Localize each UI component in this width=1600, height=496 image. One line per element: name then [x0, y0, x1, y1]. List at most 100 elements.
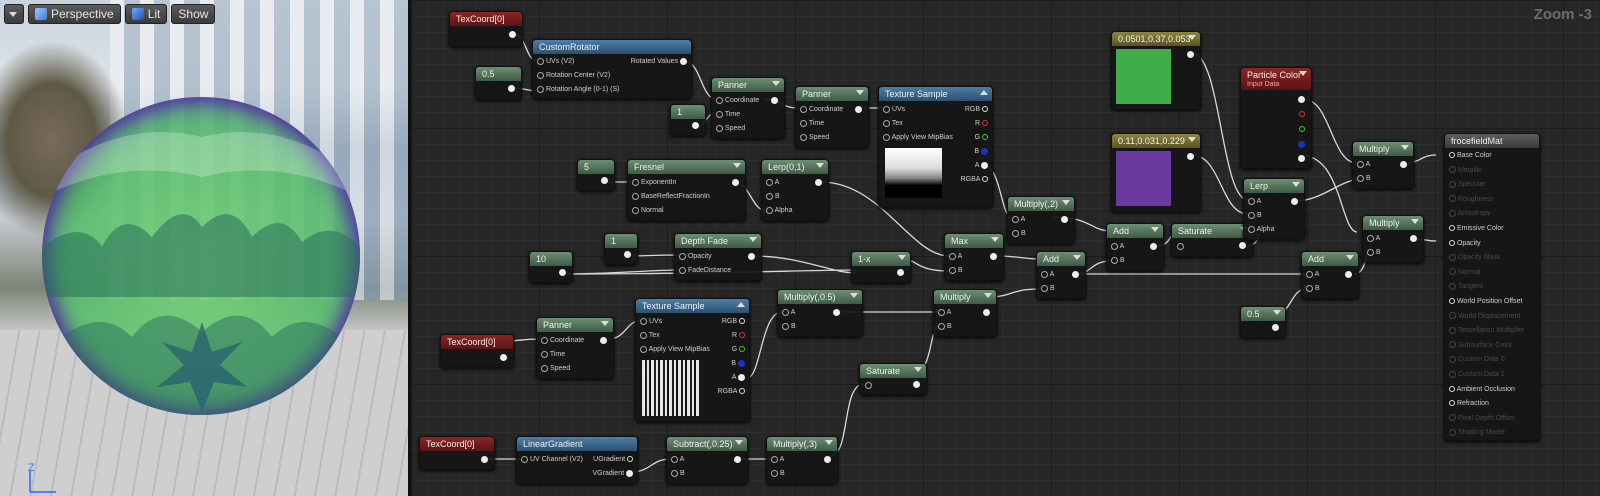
input-pin[interactable] [938, 322, 945, 330]
output-pin[interactable] [833, 309, 840, 316]
input-pin[interactable] [1449, 341, 1456, 349]
node-constant-1b[interactable]: 1 [604, 233, 638, 265]
material-input-14[interactable]: Custom Data 0 [1449, 355, 1505, 365]
input-pin[interactable] [521, 455, 528, 463]
input-pin[interactable] [640, 345, 647, 353]
input-pin[interactable] [716, 96, 723, 104]
input-pin[interactable] [949, 252, 956, 260]
input-pin[interactable] [1449, 400, 1455, 407]
node-texcoord-2[interactable]: TexCoord[0] [440, 334, 514, 368]
input-pin[interactable] [1041, 284, 1048, 292]
material-graph-canvas[interactable]: Zoom -3 [408, 0, 1600, 496]
input-pin[interactable] [1449, 356, 1456, 364]
input-pin[interactable] [1357, 174, 1364, 182]
input-pin[interactable] [1306, 284, 1313, 292]
output-pin[interactable] [734, 456, 741, 463]
material-input-12[interactable]: Tessellation Multiplier [1449, 326, 1524, 336]
output-pin[interactable] [739, 332, 745, 339]
output-pin[interactable] [1299, 111, 1305, 117]
input-pin[interactable] [865, 382, 872, 389]
node-constant-05[interactable]: 0.5 [475, 66, 522, 100]
output-pin[interactable] [1187, 153, 1194, 160]
node-add-1[interactable]: Add A B [1036, 251, 1086, 299]
node-subtract-025[interactable]: Subtract(,0.25) A B [666, 436, 748, 484]
output-pin[interactable] [739, 346, 745, 353]
input-pin[interactable] [541, 350, 548, 358]
node-multiply-c[interactable]: Multiply A B [933, 289, 997, 337]
node-multiply-2[interactable]: Multiply(,2) A B [1007, 196, 1075, 244]
material-input-0[interactable]: Base Color [1449, 151, 1492, 161]
material-input-3[interactable]: Roughness [1449, 195, 1493, 205]
input-pin[interactable] [1449, 414, 1456, 422]
input-pin[interactable] [1111, 256, 1118, 264]
input-pin[interactable] [1248, 197, 1255, 205]
input-pin[interactable] [537, 71, 544, 79]
input-pin[interactable] [938, 308, 945, 316]
output-pin[interactable] [692, 122, 699, 129]
input-pin[interactable] [949, 266, 956, 274]
output-pin[interactable] [600, 337, 607, 344]
output-pin[interactable] [1061, 216, 1068, 223]
output-pin[interactable] [982, 106, 988, 113]
output-pin[interactable] [1298, 141, 1305, 148]
output-pin[interactable] [913, 381, 920, 388]
input-pin[interactable] [671, 455, 678, 463]
input-pin[interactable] [679, 252, 686, 260]
output-pin[interactable] [824, 456, 831, 463]
input-pin[interactable] [766, 192, 773, 200]
output-pin[interactable] [738, 373, 745, 381]
material-input-10[interactable]: World Position Offset [1449, 297, 1522, 307]
input-pin[interactable] [1367, 248, 1374, 256]
material-input-17[interactable]: Refraction [1449, 399, 1489, 409]
input-pin[interactable] [1449, 180, 1456, 188]
input-pin[interactable] [541, 364, 548, 372]
input-pin[interactable] [1449, 253, 1456, 261]
node-constant-05b[interactable]: 0.5 [1240, 306, 1286, 338]
material-input-5[interactable]: Emissive Color [1449, 224, 1504, 234]
node-custom-rotator[interactable]: CustomRotator UVs (V2) Rotation Center (… [532, 39, 692, 99]
output-pin[interactable] [1298, 96, 1305, 103]
node-fresnel[interactable]: Fresnel ExponentIn BaseReflectFractionIn… [627, 159, 746, 221]
output-pin[interactable] [739, 388, 745, 395]
show-button[interactable]: Show [171, 4, 216, 24]
input-pin[interactable] [883, 105, 890, 113]
input-pin[interactable] [800, 119, 807, 127]
preview-viewport[interactable]: Perspective Lit Show Z [0, 0, 408, 496]
material-input-4[interactable]: Anisotropy [1449, 209, 1491, 219]
input-pin[interactable] [1449, 239, 1455, 246]
output-pin[interactable] [771, 97, 778, 104]
node-add-2[interactable]: Add A B [1106, 223, 1164, 271]
input-pin[interactable] [800, 105, 807, 113]
output-pin[interactable] [983, 309, 990, 316]
node-one-minus[interactable]: 1-x [851, 251, 911, 283]
output-pin[interactable] [624, 251, 631, 258]
node-constant-5[interactable]: 5 [577, 159, 615, 191]
node-constant-10[interactable]: 10 [529, 251, 573, 283]
input-pin[interactable] [883, 133, 890, 141]
output-pin[interactable] [982, 176, 988, 183]
material-input-13[interactable]: Subsurface Color [1449, 341, 1512, 351]
output-pin[interactable] [1272, 324, 1279, 331]
output-pin[interactable] [500, 354, 507, 361]
output-pin[interactable] [1298, 155, 1305, 162]
node-lerp-0-1[interactable]: Lerp(0,1) A B Alpha [761, 159, 829, 221]
material-input-15[interactable]: Custom Data 1 [1449, 370, 1505, 380]
node-vector-green[interactable]: 0.0501,0.37,0.053 [1111, 31, 1201, 110]
output-pin[interactable] [739, 318, 745, 325]
input-pin[interactable] [1111, 242, 1118, 250]
output-pin[interactable] [509, 31, 516, 38]
viewport-menu-button[interactable] [4, 4, 24, 24]
output-pin[interactable] [559, 269, 566, 276]
material-input-11[interactable]: World Displacement [1449, 312, 1520, 322]
output-pin[interactable] [1291, 198, 1298, 205]
input-pin[interactable] [671, 469, 678, 477]
output-pin[interactable] [508, 85, 515, 92]
output-pin[interactable] [601, 177, 608, 184]
input-pin[interactable] [800, 133, 807, 141]
input-pin[interactable] [1041, 270, 1048, 278]
material-input-2[interactable]: Specular [1449, 180, 1486, 190]
perspective-button[interactable]: Perspective [28, 4, 121, 24]
node-panner-3[interactable]: Panner Coordinate Time Speed [536, 317, 614, 379]
material-input-6[interactable]: Opacity [1449, 239, 1481, 249]
input-pin[interactable] [716, 124, 723, 132]
